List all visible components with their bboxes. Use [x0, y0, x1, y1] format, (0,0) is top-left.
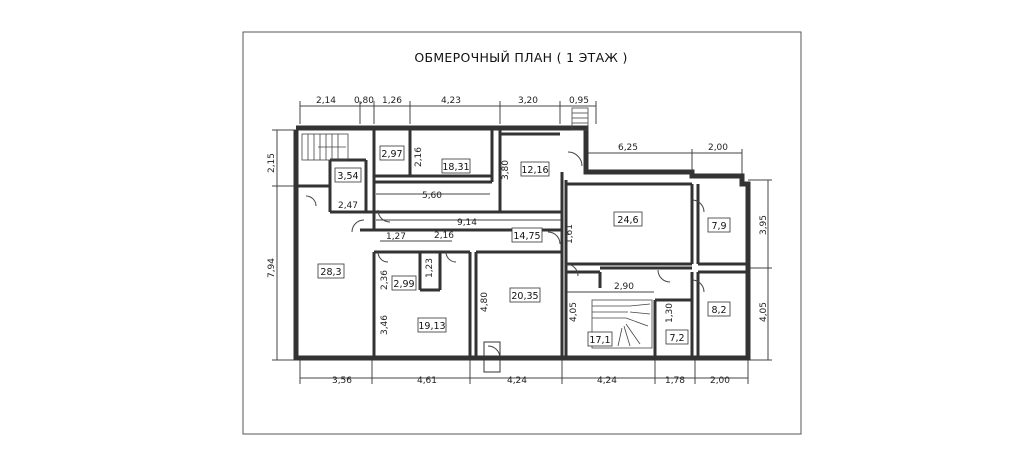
stairs-spiral	[591, 299, 653, 349]
room-area: 19,13	[418, 321, 445, 332]
room-labels: 2,97 18,31 12,16 3,54 28,3 2,99 19,13 2	[317, 145, 731, 347]
stairs-outside-top	[571, 107, 589, 131]
room-r2: 18,31	[441, 158, 471, 174]
dim-interior-15: 1,30	[665, 303, 675, 323]
room-r11: 7,9	[707, 217, 731, 233]
dim-interior-5: 9,14	[457, 218, 477, 228]
dim-interior-3: 5,60	[422, 191, 442, 201]
dim-top-6: 0,95	[569, 96, 589, 106]
dim-top-2: 0,80	[354, 96, 374, 106]
dim-top-5: 3,20	[518, 96, 538, 106]
room-area: 12,16	[521, 165, 548, 176]
windows	[293, 125, 751, 361]
dim-interior-6: 1,61	[565, 224, 575, 244]
room-r14: 7,2	[665, 329, 689, 345]
room-area: 17,1	[589, 335, 610, 346]
dim-interior-2: 3,80	[501, 160, 511, 180]
room-r5: 28,3	[317, 263, 345, 279]
dim-interior-11: 3,46	[380, 315, 390, 335]
dim-interior-8: 2,16	[434, 231, 454, 241]
dim-right-1: 3,95	[759, 215, 769, 235]
plan-title: ОБМЕРОЧНЫЙ ПЛАН ( 1 ЭТАЖ )	[414, 50, 627, 65]
dim-upper-right-2: 2,00	[708, 143, 728, 153]
room-r1: 2,97	[379, 145, 405, 161]
room-r12: 8,2	[707, 301, 731, 317]
room-r8: 20,35	[509, 287, 541, 303]
room-r13: 17,1	[587, 331, 613, 347]
room-area: 24,6	[617, 215, 638, 226]
dim-bottom-4: 4,24	[597, 376, 617, 386]
room-r10: 24,6	[613, 211, 643, 227]
dim-interior-10: 2,36	[380, 270, 390, 290]
dimension-lines	[272, 101, 772, 384]
room-area: 14,75	[513, 231, 540, 242]
room-area: 2,99	[393, 279, 414, 290]
room-area: 2,97	[381, 149, 402, 160]
dim-top-4: 4,23	[441, 96, 461, 106]
dim-bottom-6: 2,00	[710, 376, 730, 386]
outer-walls	[293, 125, 751, 361]
dim-interior-1: 2,16	[414, 147, 424, 167]
room-area: 28,3	[320, 267, 341, 278]
dim-right-2: 4,05	[759, 302, 769, 322]
room-r7: 19,13	[417, 317, 447, 333]
room-r6: 2,99	[391, 275, 417, 291]
dim-left-2: 7,94	[267, 258, 277, 278]
dim-interior-7: 1,27	[386, 232, 406, 242]
room-r4: 3,54	[334, 167, 362, 183]
dim-top-1: 2,14	[316, 96, 336, 106]
dim-interior-13: 2,90	[614, 282, 634, 292]
doors	[305, 151, 705, 373]
dim-left-1: 2,15	[267, 153, 277, 173]
room-area: 20,35	[511, 291, 538, 302]
stairs-top-left	[301, 133, 349, 161]
dim-bottom-2: 4,61	[417, 376, 437, 386]
room-r9: 14,75	[511, 227, 543, 243]
dim-bottom-5: 1,78	[665, 376, 685, 386]
dim-bottom-3: 4,24	[507, 376, 527, 386]
dim-interior-14: 4,05	[569, 302, 579, 322]
dimension-labels: 2,14 0,80 1,26 4,23 3,20 0,95 6,25 2,00 …	[267, 96, 769, 386]
dim-interior-4: 2,47	[338, 201, 358, 211]
dim-interior-12: 4,80	[480, 292, 490, 312]
dim-bottom-1: 3,56	[332, 376, 352, 386]
room-area: 18,31	[442, 162, 469, 173]
room-area: 3,54	[337, 171, 358, 182]
dim-interior-9: 1,23	[425, 258, 435, 278]
room-area: 7,9	[711, 221, 726, 232]
dim-upper-right-1: 6,25	[618, 143, 638, 153]
room-area: 7,2	[669, 333, 684, 344]
room-r3: 12,16	[520, 161, 550, 177]
room-area: 8,2	[711, 305, 726, 316]
dim-top-3: 1,26	[382, 96, 402, 106]
